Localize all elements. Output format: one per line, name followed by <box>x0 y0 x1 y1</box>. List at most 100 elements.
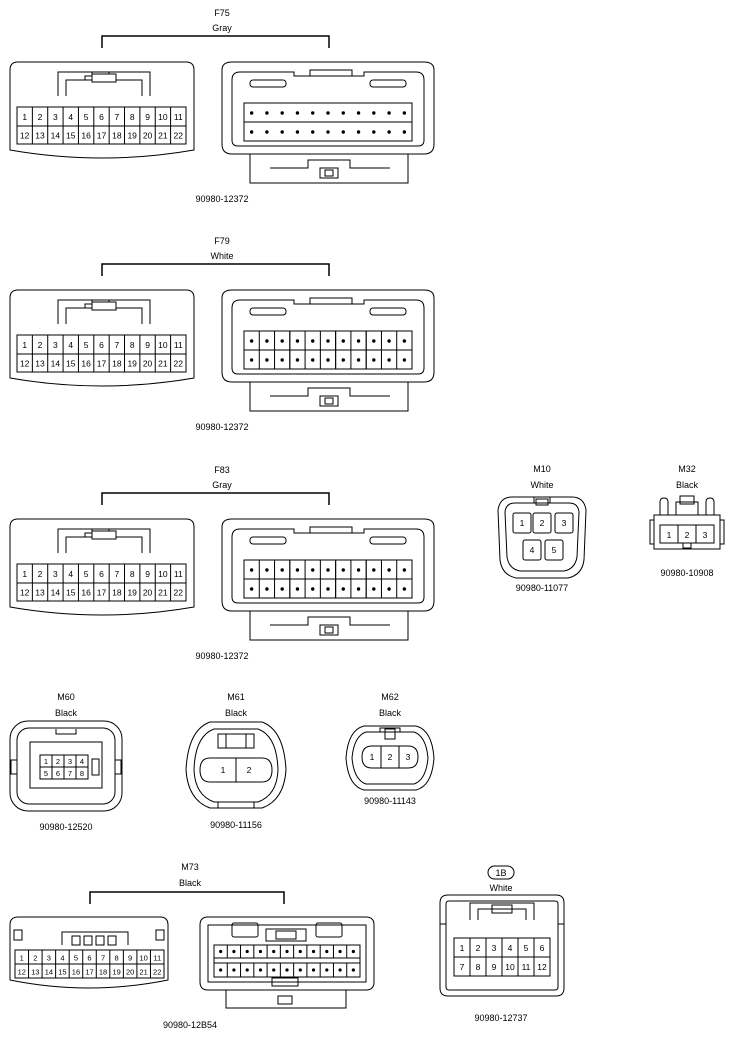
pin-label: 7 <box>101 954 105 963</box>
connector-code: M60 <box>57 692 75 702</box>
pin-label: 10 <box>158 569 168 579</box>
terminal-dot <box>311 339 315 343</box>
pin-label: 22 <box>174 588 184 598</box>
terminal-dot <box>249 339 254 343</box>
terminal-dot <box>402 568 407 572</box>
pin-label: 3 <box>68 757 72 766</box>
terminal-dot <box>387 111 391 115</box>
terminal-dot <box>326 339 330 343</box>
pin-label: 16 <box>81 588 91 598</box>
pin-label: 9 <box>145 340 150 350</box>
part-number: 90980-10908 <box>660 568 713 578</box>
terminal-dot <box>356 358 361 362</box>
pin-label: 17 <box>97 131 107 141</box>
terminal-dot <box>295 339 300 343</box>
connector-m60: M60 Black 1 2 3 4 5 6 7 8 90980-12520 <box>9 692 123 832</box>
pin-label: 1 <box>22 569 27 579</box>
terminal-dot <box>258 949 263 954</box>
terminal-dot <box>341 130 345 134</box>
pin-label: 6 <box>87 954 91 963</box>
terminal-dot <box>295 111 300 115</box>
pin-label: 14 <box>51 588 61 598</box>
pin-label: 5 <box>74 954 78 963</box>
pin-label: 5 <box>84 569 89 579</box>
terminal-grid <box>249 331 407 369</box>
connector-m73: M73 Black 112213314415516617718819920102… <box>9 862 375 1030</box>
pin-label: 5 <box>524 943 529 953</box>
pin-label: 9 <box>145 569 150 579</box>
terminal-dot <box>295 358 300 362</box>
connector-housing <box>649 495 725 550</box>
terminal-dot <box>295 568 300 572</box>
pin-label: 3 <box>406 752 411 762</box>
connector-code: M62 <box>381 692 399 702</box>
connector-code: F83 <box>214 465 230 475</box>
terminal-grid <box>219 945 355 977</box>
terminal-dot <box>272 949 276 954</box>
connector-code: M32 <box>678 464 696 474</box>
pin-label: 12 <box>18 968 26 977</box>
pin-label: 7 <box>460 962 465 972</box>
pin-cells: 1 2 3 4 5 <box>512 512 574 561</box>
terminal-dot <box>338 968 342 972</box>
pin-label: 12 <box>20 588 30 598</box>
pin-label: 2 <box>388 752 393 762</box>
terminal-dot <box>245 968 249 972</box>
terminal-dot <box>387 358 391 362</box>
connector-m10: M10 White 1 2 3 4 5 90980-11077 <box>497 464 587 593</box>
connector-bracket <box>101 492 330 505</box>
terminal-dot <box>311 949 316 954</box>
connector-housing <box>9 518 435 641</box>
pin-label: 1 <box>44 757 48 766</box>
pin-label: 1 <box>520 518 525 528</box>
terminal-dot <box>356 111 361 115</box>
pin-label: 18 <box>99 968 107 977</box>
pin-label: 4 <box>68 569 73 579</box>
connector-color: Gray <box>212 480 232 490</box>
terminal-dot <box>326 130 330 134</box>
pin-label: 21 <box>158 131 168 141</box>
terminal-dot <box>265 339 269 343</box>
terminal-dot <box>280 587 284 591</box>
pin-label: 6 <box>99 112 104 122</box>
terminal-dot <box>219 949 223 954</box>
connector-color: Black <box>179 878 202 888</box>
terminal-grid <box>249 111 407 134</box>
terminal-dot <box>387 587 391 591</box>
pin-label: 1 <box>667 530 672 540</box>
pin-label: 2 <box>685 530 690 540</box>
pin-label: 3 <box>47 954 51 963</box>
terminal-dot <box>265 358 269 362</box>
pin-label: 11 <box>174 112 183 122</box>
part-number: 90980-12737 <box>474 1013 527 1023</box>
pin-label: 8 <box>80 769 84 778</box>
connector-color: Black <box>55 708 78 718</box>
terminal-dot <box>285 949 289 954</box>
connector-f83: F83 Gray 1122133144155166177188199201021… <box>9 465 435 661</box>
pin-label: 12 <box>20 359 30 369</box>
part-number: 90980-11143 <box>364 796 416 806</box>
terminal-dot <box>387 339 391 343</box>
pin-label: 7 <box>114 112 119 122</box>
terminal-dot <box>325 949 329 954</box>
pin-grid: 1 2 3 4 5 6 7 8 9 10 11 12 <box>460 943 547 972</box>
pin-label: 15 <box>66 359 76 369</box>
terminal-dot <box>326 568 330 572</box>
pin-label: 11 <box>174 569 183 579</box>
terminal-dot <box>341 111 345 115</box>
connector-housing <box>439 894 565 997</box>
terminal-dot <box>265 568 269 572</box>
pin-label: 20 <box>143 131 153 141</box>
pin-label: 21 <box>140 968 148 977</box>
terminal-dot <box>351 968 355 972</box>
terminal-dot <box>249 130 254 134</box>
terminal-dot <box>311 568 315 572</box>
pin-label: 1 <box>20 954 24 963</box>
connector-color: Black <box>225 708 248 718</box>
part-number: 90980-12520 <box>39 822 92 832</box>
terminal-dot <box>311 111 315 115</box>
terminal-dot <box>356 130 361 134</box>
part-number: 90980-12372 <box>195 651 248 661</box>
terminal-dot <box>265 130 269 134</box>
